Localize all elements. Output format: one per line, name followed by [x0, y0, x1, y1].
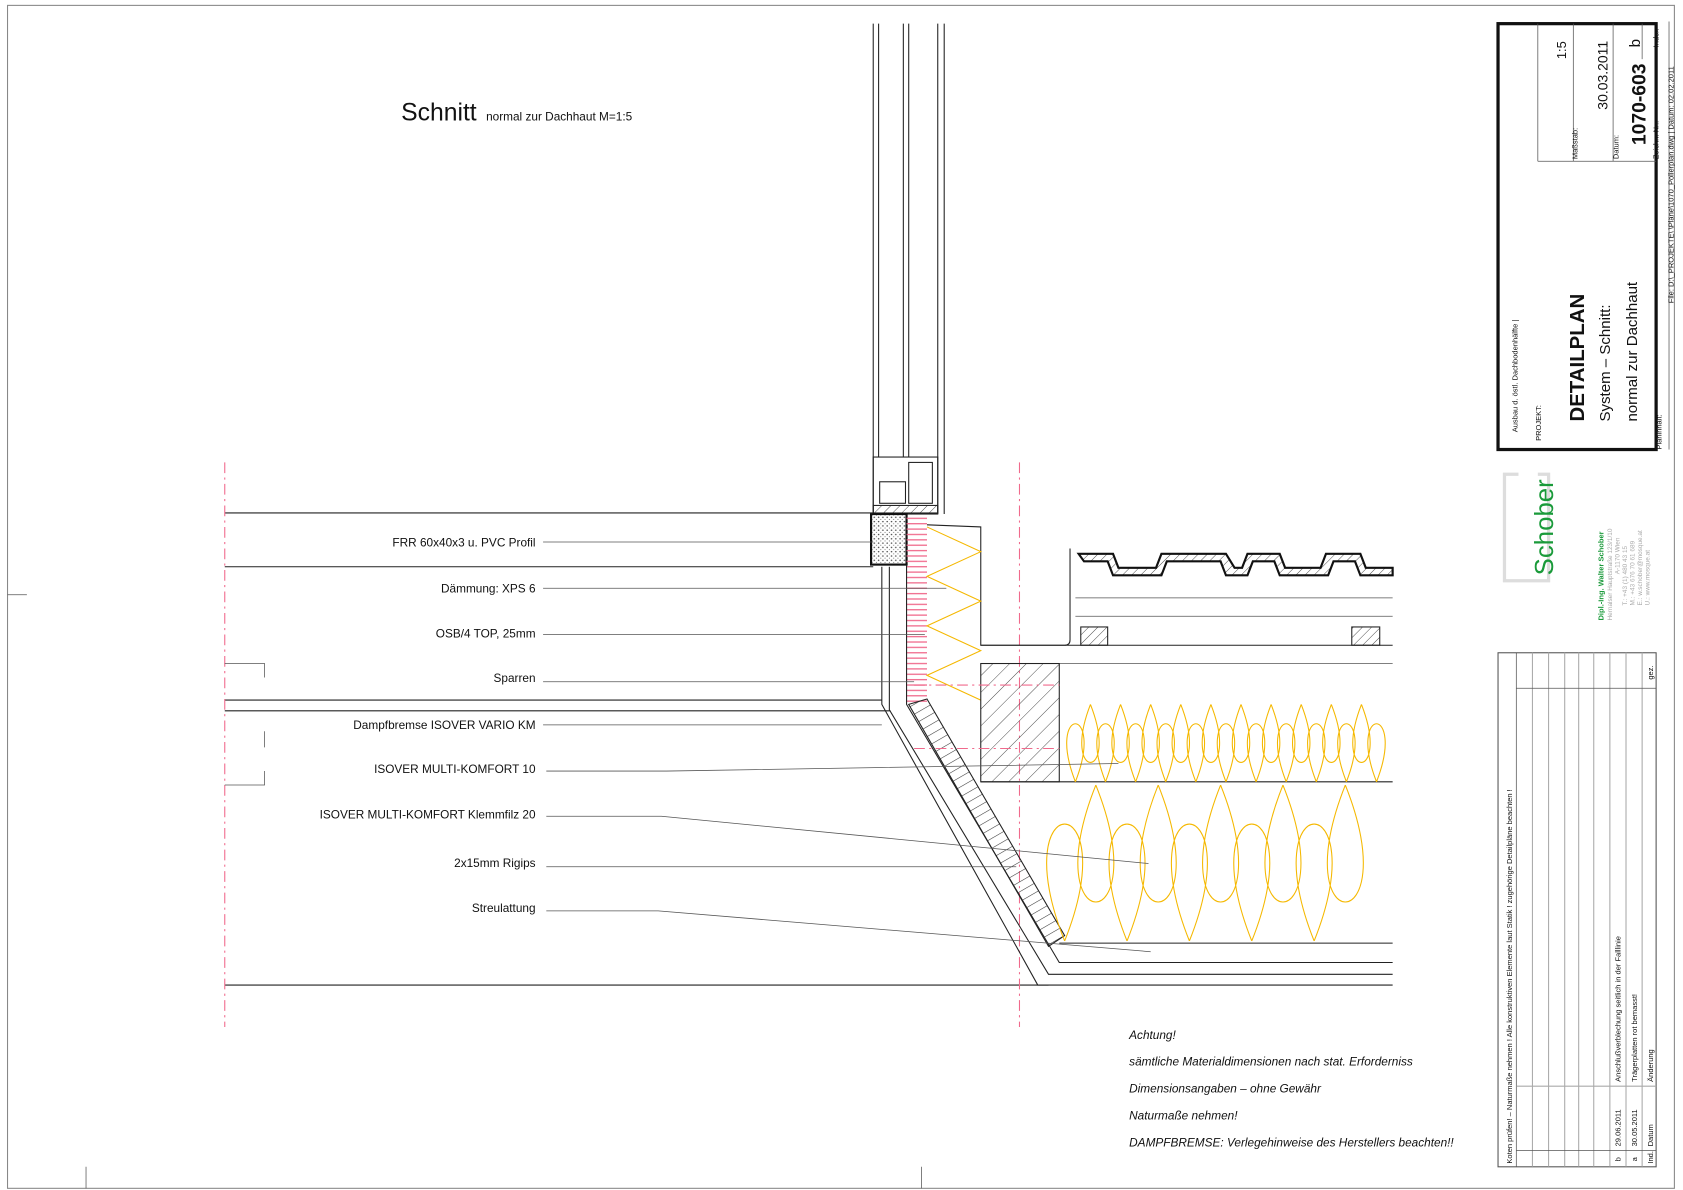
xps-insulation — [906, 514, 927, 705]
revision-table: Koten prüfen! – Naturmaße nehmen ! Alle … — [1497, 652, 1657, 1168]
batten — [1351, 626, 1381, 646]
label-multikomfort-10: ISOVER MULTI-KOMFORT 10 — [374, 762, 536, 776]
drawing-title: Schnitt — [401, 99, 477, 126]
logo-name: Schober — [1531, 479, 1559, 575]
scale-value: 1:5 — [1554, 41, 1569, 59]
revision-date: 30.05.2011 — [1630, 1109, 1639, 1146]
streulattung — [907, 698, 1066, 948]
insulation-multikomfort-10 — [1066, 704, 1386, 783]
title-block: Ausbau d. östl. Dachbodenhälfte | PROJEK… — [1496, 21, 1675, 452]
label-streulattung: Streulattung — [472, 901, 536, 915]
file-path: File: D:\_PROJEKTE\ \Pläne\1070_Polierpl… — [1666, 66, 1675, 303]
column-date: Datum — [1646, 1124, 1655, 1146]
sparren — [980, 662, 1060, 783]
revision-index: a — [1630, 1156, 1639, 1161]
note-line: Dimensionsangaben – ohne Gewähr — [1129, 1082, 1322, 1096]
column-change: Änderung — [1646, 1049, 1655, 1082]
company-name: Dipl.-Ing. Walter Schober — [1596, 531, 1605, 620]
drawing-number: 1070-603 — [1628, 63, 1650, 145]
note-heading: Achtung! — [1128, 1028, 1176, 1042]
email: E.: w.schober@mosque.at — [1637, 530, 1644, 605]
plan-content-label: Planinhalt: — [1654, 414, 1663, 449]
roof-tiles — [1076, 552, 1394, 577]
batten — [1080, 626, 1109, 646]
leader-lines — [543, 541, 1151, 953]
drawing-subtitle: normal zur Dachhaut M=1:5 — [486, 109, 633, 123]
mobile: M.: +43 676 70 61 689 — [1630, 540, 1637, 605]
plan-content-line2: normal zur Dachhaut — [1624, 281, 1641, 421]
date-value: 30.03.2011 — [1595, 41, 1611, 110]
insulation-klemmfilz-20 — [1046, 784, 1364, 942]
revision-date: 29.06.2011 — [1614, 1109, 1623, 1146]
project-name: Ausbau d. östl. Dachbodenhälfte | — [1510, 320, 1519, 433]
xps-zigzag — [925, 526, 983, 701]
label-sparren: Sparren — [494, 671, 536, 685]
label-dampfbremse: Dampfbremse ISOVER VARIO KM — [353, 718, 535, 732]
column-drawn: gez. — [1646, 665, 1655, 679]
company-logo: Schober Dipl.-Ing. Walter Schober Hernal… — [1502, 472, 1652, 621]
note-line: sämtliche Materialdimensionen nach stat.… — [1129, 1055, 1413, 1069]
plan-type: DETAILPLAN — [1567, 294, 1589, 422]
frr-profile — [869, 512, 908, 566]
address-line: A-1170 Wien — [1615, 537, 1622, 574]
address-line: Hernalser Hauptstraße 123/1/10 — [1607, 528, 1614, 620]
revision-change: Trägerplatten rot bemasst! — [1630, 994, 1639, 1082]
date-label: Datum: — [1611, 135, 1620, 159]
website: U.: www.mosque.at — [1645, 550, 1652, 606]
index-value: b — [1627, 39, 1644, 47]
scale-label: Maßstab: — [1571, 128, 1580, 159]
window-profile — [872, 23, 945, 515]
sheet-border — [6, 4, 1675, 1189]
label-frr-profile: FRR 60x40x3 u. PVC Profil — [392, 535, 535, 549]
project-label: PROJEKT: — [1534, 405, 1543, 441]
revision-header: Koten prüfen! – Naturmaße nehmen ! Alle … — [1505, 789, 1514, 1163]
plan-content-line1: System – Schnitt: — [1597, 304, 1614, 421]
flashing — [926, 524, 1071, 646]
drawing-number-label: Zeichn. Nr.: — [1651, 121, 1660, 159]
revision-change: Anschlußverblechung seitlich in der Fall… — [1614, 936, 1623, 1082]
label-osb: OSB/4 TOP, 25mm — [436, 627, 536, 641]
note-line: DAMPFBREMSE: Verlegehinweise des Herstel… — [1129, 1135, 1454, 1149]
phone: T.: +43 (1) 480 43 15 — [1622, 545, 1629, 605]
column-index: Ind. — [1646, 1151, 1655, 1164]
revision-index: b — [1614, 1157, 1623, 1161]
label-xps: Dämmung: XPS 6 — [441, 582, 536, 596]
note-line: Naturmaße nehmen! — [1129, 1108, 1238, 1122]
label-klemmfilz: ISOVER MULTI-KOMFORT Klemmfilz 20 — [320, 807, 536, 821]
label-rigips: 2x15mm Rigips — [454, 856, 535, 870]
index-label: Index — [1651, 29, 1660, 48]
